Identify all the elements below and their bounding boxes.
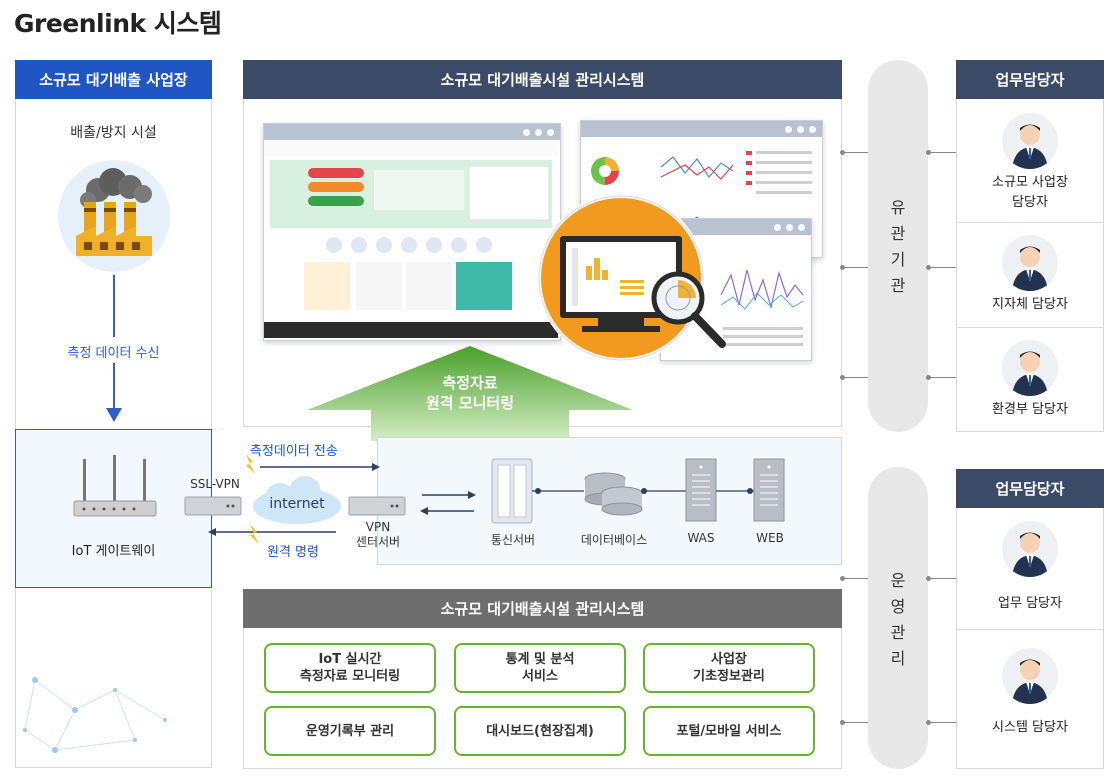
window-dot-icon xyxy=(774,224,781,231)
graph-mock-icon xyxy=(720,269,804,346)
vpn-server-label: VPN 센터서버 xyxy=(345,520,411,550)
connector-dot xyxy=(926,720,931,725)
monitoring-label-line1: 측정자료 xyxy=(442,374,498,392)
window-dot-icon xyxy=(547,129,554,136)
vpn-label-line2: 센터서버 xyxy=(355,535,401,549)
window-bar xyxy=(264,124,560,140)
connector-dot xyxy=(926,375,931,380)
remote-arrow-icon xyxy=(208,524,336,544)
portal-mock-icon xyxy=(264,140,558,338)
window-dot-icon xyxy=(535,129,542,136)
gateway-label: IoT 게이트웨이 xyxy=(71,544,156,559)
connector-dot xyxy=(840,375,845,380)
factory-icon xyxy=(76,168,152,256)
window-bar xyxy=(661,219,811,235)
monitoring-label: 측정자료 원격 모니터링 xyxy=(370,373,570,413)
connector xyxy=(928,578,956,579)
router-icon xyxy=(73,455,157,517)
related-agency-pill xyxy=(868,60,928,432)
network-pattern-icon xyxy=(23,677,167,753)
monitoring-label-line2: 원격 모니터링 xyxy=(425,394,515,412)
receive-arrow-head xyxy=(106,408,122,422)
person-avatar-icon xyxy=(1002,235,1058,291)
operation-label: 운 영 관 리 xyxy=(890,571,906,668)
window-dot-icon xyxy=(797,126,804,133)
person-avatar-icon xyxy=(1002,113,1058,169)
connector-dot xyxy=(840,150,845,155)
divider xyxy=(956,629,1104,630)
connector xyxy=(842,578,868,579)
monitoring-arrow-icon xyxy=(307,346,633,441)
connector-dot xyxy=(926,150,931,155)
send-arrow-icon xyxy=(246,454,380,474)
operation-pill xyxy=(868,467,928,769)
person-avatar-icon xyxy=(1002,340,1058,396)
window-bar xyxy=(581,121,822,137)
system-header-bottom: 소규모 대기배출시설 관리시스템 xyxy=(243,589,842,628)
portal-screenshot xyxy=(263,123,561,341)
staff-header-bottom: 업무담당자 xyxy=(956,469,1104,508)
connector xyxy=(842,267,868,268)
comm-server-label: 통신서버 xyxy=(490,533,536,547)
dashboard-mock-icon xyxy=(591,151,812,230)
function-dashboard: 대시보드(현장집계) xyxy=(454,706,626,756)
window-dot-icon xyxy=(785,126,792,133)
staff-ministry: 환경부 담당자 xyxy=(992,402,1068,417)
connector-dot xyxy=(926,265,931,270)
bidirectional-arrow-icon xyxy=(420,491,476,515)
cloud-icon xyxy=(253,476,341,524)
connector xyxy=(842,152,868,153)
window-dot-icon xyxy=(798,224,805,231)
remote-label: 원격 명령 xyxy=(267,545,319,560)
facility-label: 배출/방지 시설 xyxy=(70,125,157,141)
vpn-server-icon xyxy=(348,496,406,516)
vpn-label-line1: VPN xyxy=(365,520,391,534)
function-statistics: 통계 및 분석 서비스 xyxy=(454,643,626,693)
connector xyxy=(928,722,956,723)
connector xyxy=(928,152,956,153)
related-agency-label: 유 관 기 관 xyxy=(890,198,906,295)
divider xyxy=(956,327,1104,328)
database-label: 데이터베이스 xyxy=(580,533,648,547)
function-portal-mobile: 포털/모바일 서비스 xyxy=(643,706,815,756)
function-iot-monitoring: IoT 실시간 측정자료 모니터링 xyxy=(264,643,436,693)
internet-label: internet xyxy=(269,496,325,512)
staff-site-manager: 소규모 사업장 담당자 xyxy=(992,175,1068,210)
page-title: Greenlink 시스템 xyxy=(14,9,222,38)
connector-dot xyxy=(840,265,845,270)
connector xyxy=(842,722,868,723)
server-row-icon xyxy=(491,458,785,524)
connector xyxy=(842,377,868,378)
divider xyxy=(956,222,1104,223)
window-dot-icon xyxy=(809,126,816,133)
function-site-info: 사업장 기초정보관리 xyxy=(643,643,815,693)
monitor-magnifier-icon xyxy=(537,194,726,362)
connector-dot xyxy=(926,576,931,581)
person-avatar-icon xyxy=(1002,521,1058,577)
web-label: WEB xyxy=(756,531,784,545)
send-label: 측정데이터 전송 xyxy=(250,444,338,459)
staff-system-admin: 시스템 담당자 xyxy=(992,720,1068,735)
connector-dot xyxy=(840,720,845,725)
connector-dot xyxy=(840,576,845,581)
function-operation-log: 운영기록부 관리 xyxy=(264,706,436,756)
connector xyxy=(928,377,956,378)
person-avatar-icon xyxy=(1002,648,1058,704)
receive-label-bg xyxy=(58,337,170,363)
window-dot-icon xyxy=(786,224,793,231)
receive-label: 측정 데이터 수신 xyxy=(67,346,160,361)
connector xyxy=(928,267,956,268)
system-header-top: 소규모 대기배출시설 관리시스템 xyxy=(243,60,842,99)
staff-panel-bottom xyxy=(956,469,1104,769)
site-header: 소규모 대기배출 사업장 xyxy=(15,60,212,99)
staff-local-gov: 지자체 담당자 xyxy=(992,297,1068,312)
ssl-vpn-label: SSL-VPN xyxy=(190,477,240,491)
was-label: WAS xyxy=(687,531,715,545)
window-dot-icon xyxy=(523,129,530,136)
staff-operator: 업무 담당자 xyxy=(998,596,1062,611)
staff-header-top: 업무담당자 xyxy=(956,60,1104,99)
ssl-vpn-device-icon xyxy=(184,496,242,516)
